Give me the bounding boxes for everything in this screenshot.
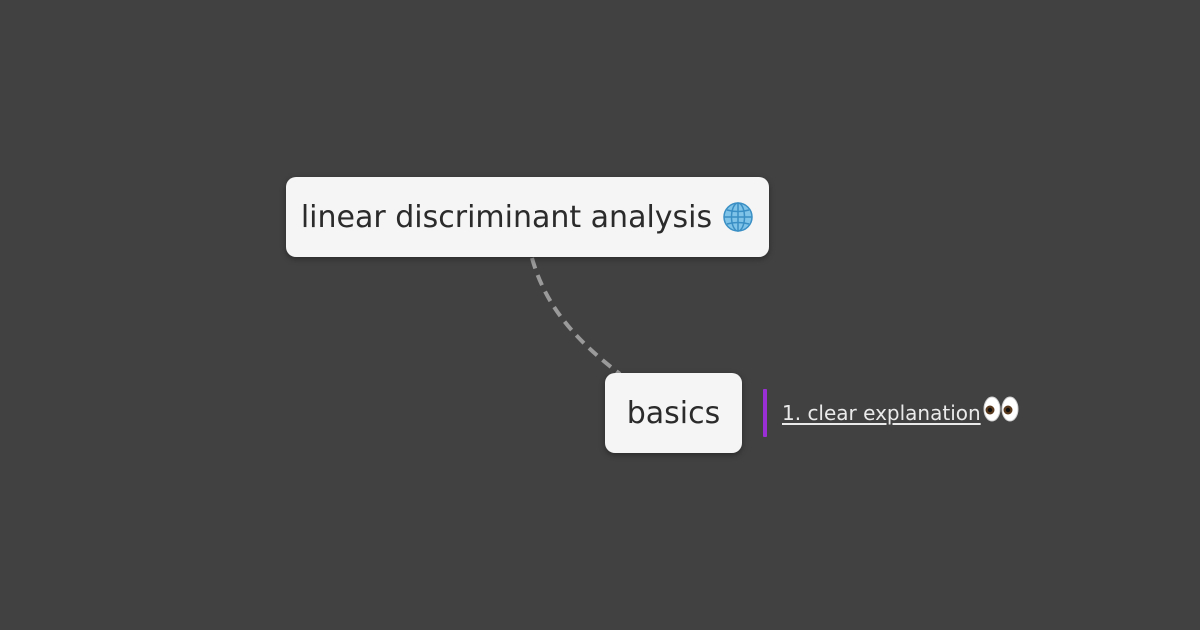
connector-path (530, 257, 622, 376)
basics-node-label: basics (626, 395, 721, 431)
note-accent-bar (763, 389, 767, 437)
clear-explanation-link-text: 1. clear explanation (782, 401, 981, 425)
basics-node[interactable]: basics (605, 373, 742, 453)
clear-explanation-link[interactable]: 1. clear explanation (782, 401, 981, 425)
eyes-icon (983, 395, 1019, 423)
basics-note: 1. clear explanation (763, 389, 1019, 437)
root-node[interactable]: linear discriminant analysis (286, 177, 769, 257)
root-node-label: linear discriminant analysis (300, 199, 713, 235)
globe-icon (722, 201, 754, 233)
